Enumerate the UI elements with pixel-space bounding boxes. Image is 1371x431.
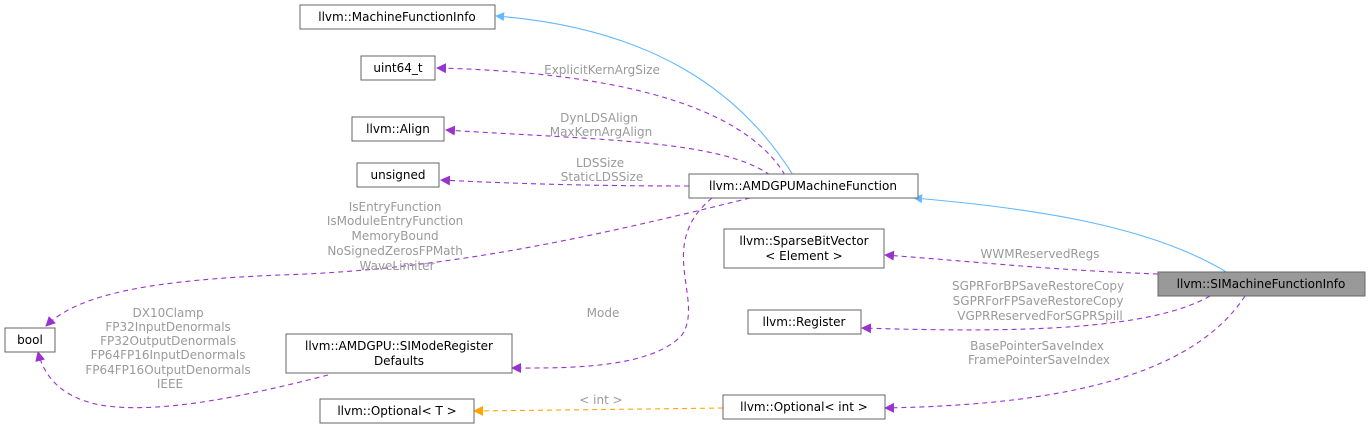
- edge-label-mode: Mode: [587, 306, 620, 320]
- edge-label-bool-from-simode: DX10Clamp FP32InputDenormals FP32OutputD…: [85, 306, 254, 391]
- svg-text:llvm::Register: llvm::Register: [763, 315, 846, 329]
- edge-label-register: SGPRForBPSaveRestoreCopy SGPRForFPSaveRe…: [952, 279, 1128, 323]
- node-optional-t[interactable]: llvm::Optional< T >: [319, 398, 475, 424]
- edge-label-uint64: ExplicitKernArgSize: [544, 63, 660, 77]
- svg-text:llvm::SIMachineFunctionInfo: llvm::SIMachineFunctionInfo: [1177, 277, 1346, 291]
- edge-usage-sparse: [884, 250, 1159, 275]
- node-bool[interactable]: bool: [4, 327, 56, 353]
- edge-label-bool-from-amdgpu: IsEntryFunction IsModuleEntryFunction Me…: [327, 200, 467, 273]
- edge-label-optional-int: BasePointerSaveIndex FramePointerSaveInd…: [968, 339, 1110, 367]
- edge-template-optional: [473, 405, 724, 416]
- edge-label-align: DynLDSAlign MaxKernArgAlign: [550, 111, 652, 139]
- node-sparse-bit-vector[interactable]: llvm::SparseBitVector < Element >: [723, 228, 885, 269]
- svg-text:Defaults: Defaults: [374, 354, 424, 368]
- edge-usage-register: [861, 295, 1211, 334]
- svg-text:unsigned: unsigned: [370, 168, 425, 182]
- edge-label-sparse: WWMReservedRegs: [981, 247, 1100, 261]
- svg-text:uint64_t: uint64_t: [373, 61, 423, 75]
- svg-text:llvm::AMDGPU::SIModeRegister: llvm::AMDGPU::SIModeRegister: [305, 339, 493, 353]
- edge-label-template: < int >: [579, 393, 622, 407]
- svg-text:llvm::SparseBitVector: llvm::SparseBitVector: [739, 234, 868, 248]
- edge-usage-mode: [511, 197, 713, 374]
- svg-text:llvm::Optional< int >: llvm::Optional< int >: [740, 400, 868, 414]
- svg-text:llvm::Align: llvm::Align: [366, 122, 430, 136]
- edge-inherit-si-to-amdgpu: [913, 194, 1229, 274]
- node-register[interactable]: llvm::Register: [747, 309, 862, 335]
- node-amdgpu-machine-function[interactable]: llvm::AMDGPUMachineFunction: [688, 173, 919, 199]
- node-align[interactable]: llvm::Align: [351, 116, 445, 142]
- edge-usage-optional-int: [884, 295, 1246, 413]
- edge-usage-bool-from-simode: [35, 351, 329, 409]
- svg-text:llvm::MachineFunctionInfo: llvm::MachineFunctionInfo: [318, 10, 476, 24]
- node-optional-int[interactable]: llvm::Optional< int >: [722, 394, 886, 420]
- edge-inherit-amdgpu-to-mfi: [495, 12, 794, 176]
- edge-usage-uint64: [436, 63, 786, 176]
- node-machine-function-info[interactable]: llvm::MachineFunctionInfo: [299, 4, 496, 30]
- edge-usage-align: [445, 125, 771, 176]
- svg-text:llvm::Optional< T >: llvm::Optional< T >: [337, 404, 456, 418]
- node-si-machine-function-info[interactable]: llvm::SIMachineFunctionInfo: [1157, 271, 1366, 297]
- node-uint64[interactable]: uint64_t: [360, 55, 436, 81]
- node-unsigned[interactable]: unsigned: [356, 162, 440, 188]
- svg-text:bool: bool: [17, 333, 43, 347]
- svg-text:llvm::AMDGPUMachineFunction: llvm::AMDGPUMachineFunction: [709, 179, 897, 193]
- edge-usage-unsigned: [440, 175, 690, 187]
- edge-usage-bool-from-amdgpu: [45, 197, 751, 327]
- node-simode-register-defaults[interactable]: llvm::AMDGPU::SIModeRegister Defaults: [285, 333, 513, 374]
- edge-label-unsigned: LDSSize StaticLDSSize: [561, 156, 644, 184]
- svg-text:< Element >: < Element >: [765, 249, 842, 263]
